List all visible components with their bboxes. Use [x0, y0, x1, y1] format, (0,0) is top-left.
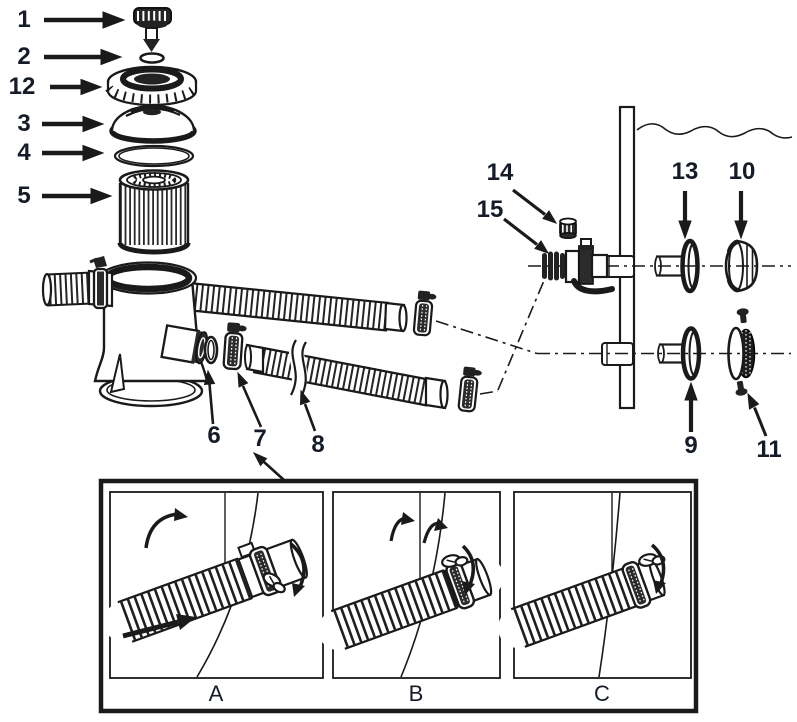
part-label-14: 14	[486, 159, 514, 186]
part-label-2: 2	[17, 43, 31, 70]
part-label-1: 1	[17, 6, 31, 33]
pool-wall	[618, 105, 793, 410]
filter-cartridge	[117, 169, 191, 255]
filter-cover-dome	[109, 104, 197, 144]
panel-b-illustration	[318, 492, 504, 678]
part-label-4: 4	[17, 139, 31, 166]
pump-outlet-port	[160, 324, 209, 365]
part-label-3: 3	[17, 110, 31, 137]
lower-hose-clamp	[457, 365, 484, 414]
part-label-12: 12	[8, 73, 36, 100]
panel-a-illustration	[104, 492, 320, 678]
air-release-valve	[133, 7, 172, 52]
part-label-13: 13	[671, 158, 699, 185]
part-label-8: 8	[311, 431, 325, 458]
upper-hose-clamp	[412, 289, 438, 338]
valve-cap	[559, 217, 577, 240]
outlet-o-ring	[203, 335, 219, 365]
panel-label-a: A	[208, 681, 224, 706]
part-label-10: 10	[728, 158, 756, 185]
pump-inlet-hose-stub	[31, 256, 114, 310]
label-arrows	[42, 11, 768, 481]
water-line	[636, 123, 793, 139]
panel-label-c: C	[594, 681, 610, 706]
part-label-9: 9	[684, 432, 698, 459]
cover-o-ring	[113, 144, 195, 168]
part-label-15: 15	[476, 196, 504, 223]
valve-o-ring	[139, 52, 165, 64]
upper-hose	[169, 281, 410, 333]
part-label-6: 6	[207, 422, 221, 449]
panel-label-b: B	[408, 681, 424, 706]
centerlines	[435, 265, 791, 395]
strainer-grid	[727, 307, 756, 397]
part-label-5: 5	[17, 182, 31, 209]
inset-box	[98, 478, 699, 714]
part-label-7: 7	[253, 425, 267, 452]
part-label-11: 11	[756, 436, 782, 463]
lower-hose	[242, 334, 450, 410]
plunger-valve	[542, 238, 615, 295]
panel-c-illustration	[498, 492, 678, 678]
filter-housing-lid-ring	[105, 65, 199, 107]
